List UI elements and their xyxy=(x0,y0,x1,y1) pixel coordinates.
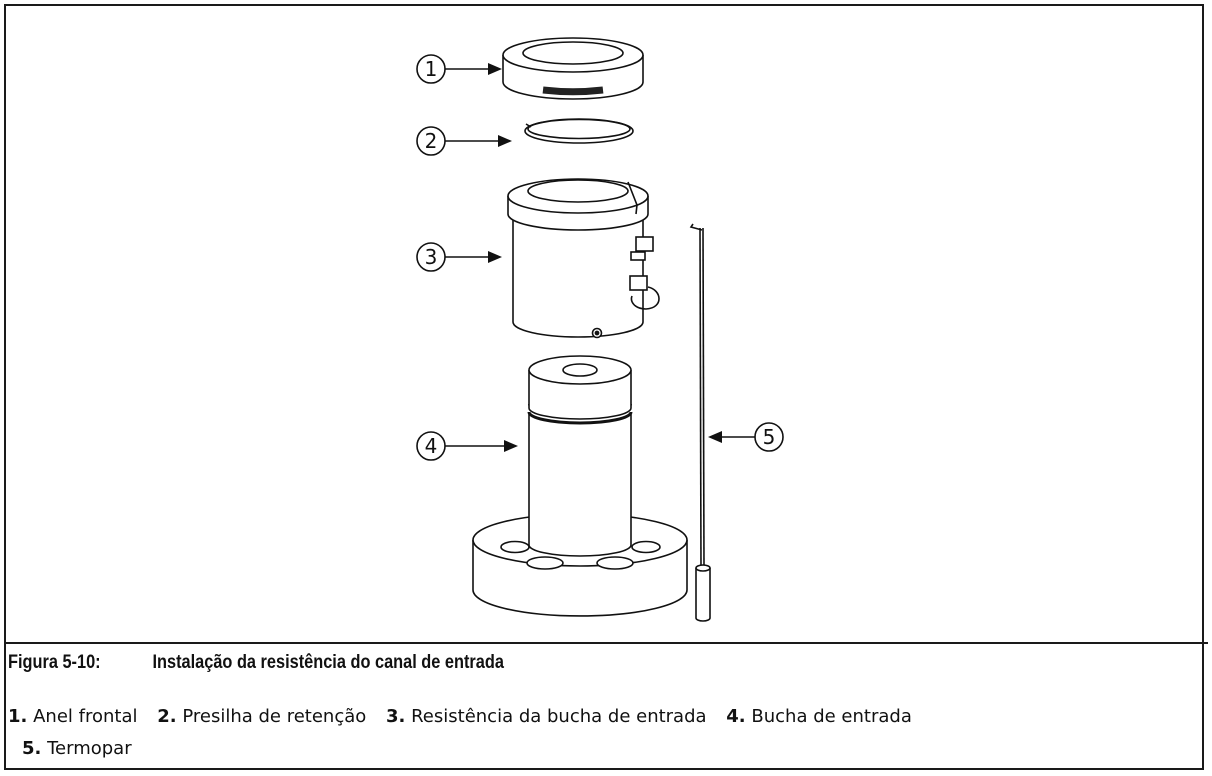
retaining-clip-part xyxy=(524,118,634,144)
callout-2: 2 xyxy=(416,126,512,156)
callout-3-label: 3 xyxy=(425,245,438,269)
exploded-view-drawing: 1 2 3 4 5 xyxy=(416,37,784,622)
legend-item: 1. Anel frontal xyxy=(8,706,138,727)
legend-item-number: 4. xyxy=(726,706,746,727)
bushing-heater-part xyxy=(507,178,660,339)
legend-item: 5. Termopar xyxy=(22,738,132,759)
figure-number: Figura 5-10: xyxy=(8,652,101,673)
caption-divider xyxy=(4,642,1208,644)
callout-1: 1 xyxy=(416,54,502,84)
legend-item: 2. Presilha de retenção xyxy=(157,706,367,727)
callout-1-label: 1 xyxy=(425,57,438,81)
parts-legend: 1. Anel frontal 2. Presilha de retenção … xyxy=(8,701,988,765)
legend-item: 3. Resistência da bucha de entrada xyxy=(386,706,707,727)
figure-caption: Figura 5-10: Instalação da resistência do… xyxy=(8,652,504,674)
legend-item-label: Bucha de entrada xyxy=(751,706,912,727)
callout-3: 3 xyxy=(416,242,502,272)
callout-4: 4 xyxy=(416,431,518,461)
callout-5: 5 xyxy=(708,422,784,452)
front-ring-part xyxy=(502,37,644,100)
thermocouple-part xyxy=(689,223,711,622)
callout-5-label: 5 xyxy=(763,425,776,449)
callout-2-label: 2 xyxy=(425,129,438,153)
figure-title: Instalação da resistência do canal de en… xyxy=(152,652,504,673)
sprue-bushing-part xyxy=(472,355,688,617)
callout-4-label: 4 xyxy=(425,434,438,458)
